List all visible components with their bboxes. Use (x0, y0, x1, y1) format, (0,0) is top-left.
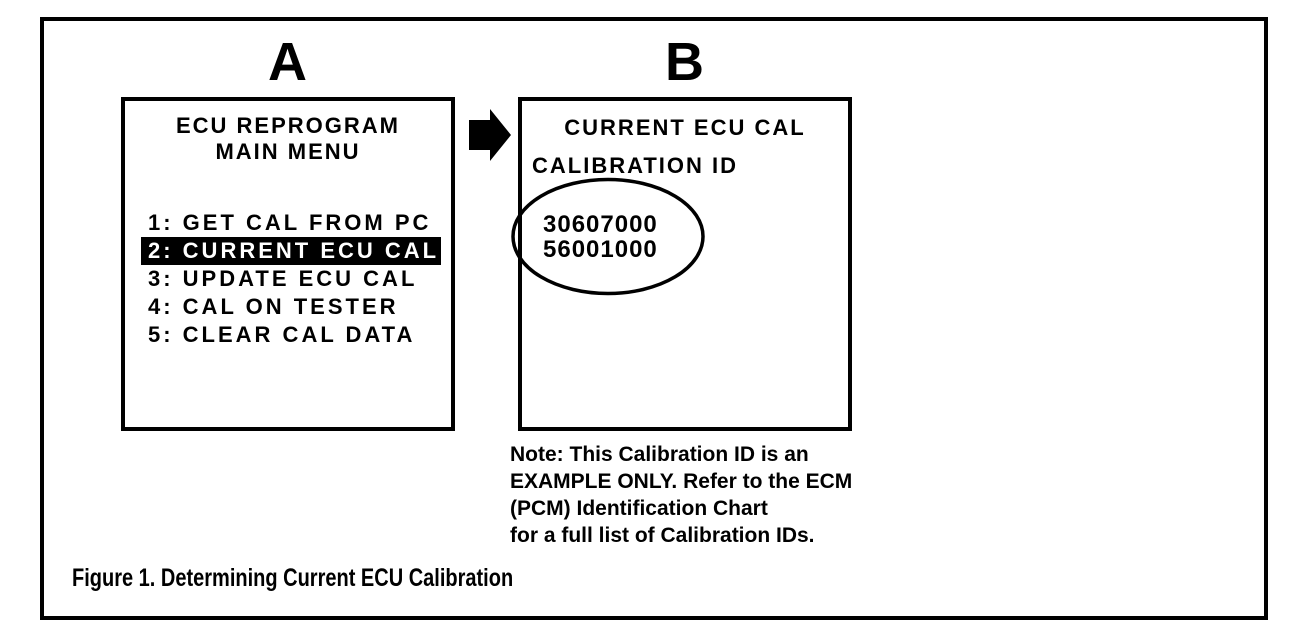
calibration-id-value: 30607000 (543, 211, 658, 238)
tester-screen-b: CURRENT ECU CAL CALIBRATION ID 30607000 … (518, 97, 852, 431)
note-line: Note: This Calibration ID is an (510, 443, 809, 466)
figure-caption: Figure 1. Determining Current ECU Calibr… (72, 564, 514, 592)
note-line: for a full list of Calibration IDs. (510, 524, 815, 547)
note-line: (PCM) Identification Chart (510, 497, 768, 520)
screen-a-menu: 1: GET CAL FROM PC 2: CURRENT ECU CAL 3:… (141, 209, 441, 349)
note-line: EXAMPLE ONLY. Refer to the ECM (510, 470, 853, 493)
panel-label-b: B (665, 32, 705, 92)
calibration-id-value: 56001000 (543, 236, 658, 263)
menu-item-current-ecu-cal: 2: CURRENT ECU CAL (141, 237, 441, 265)
screen-a-title: ECU REPROGRAM MAIN MENU (125, 113, 451, 165)
tester-screen-a: ECU REPROGRAM MAIN MENU 1: GET CAL FROM … (121, 97, 455, 431)
menu-item-update-ecu-cal: 3: UPDATE ECU CAL (148, 266, 418, 291)
menu-item-clear-cal-data: 5: CLEAR CAL DATA (148, 322, 416, 347)
calibration-id-list: 30607000 56001000 (543, 212, 658, 262)
menu-item-get-cal-from-pc: 1: GET CAL FROM PC (148, 210, 432, 235)
arrow-right-icon (469, 109, 511, 161)
screen-a-title-line2: MAIN MENU (215, 139, 361, 164)
figure-frame (40, 17, 1268, 620)
menu-item-cal-on-tester: 4: CAL ON TESTER (148, 294, 399, 319)
screen-b-title: CURRENT ECU CAL (564, 115, 806, 140)
calibration-id-heading: CALIBRATION ID (532, 153, 739, 178)
panel-label-a: A (268, 32, 308, 92)
note-text: Note: This Calibration ID is an EXAMPLE … (510, 441, 852, 549)
screen-a-title-line1: ECU REPROGRAM (175, 113, 400, 138)
